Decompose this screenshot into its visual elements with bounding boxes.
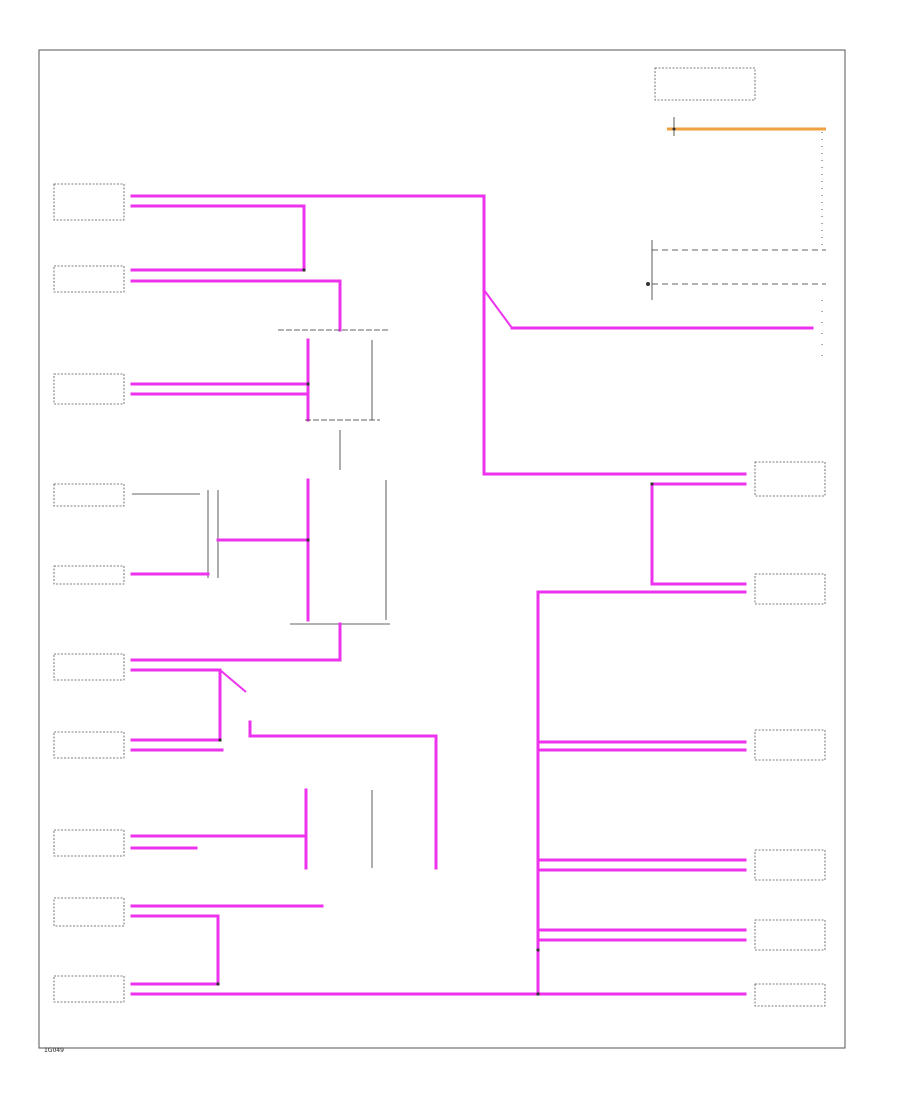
fuse-block-group [646, 67, 826, 360]
diagram-code: 1G049 [44, 1047, 64, 1054]
can-bus-wiring [130, 194, 814, 996]
right-modules [754, 461, 826, 1007]
left-modules [53, 183, 125, 1003]
diagram-frame [38, 49, 846, 1049]
splice-points [216, 268, 654, 996]
